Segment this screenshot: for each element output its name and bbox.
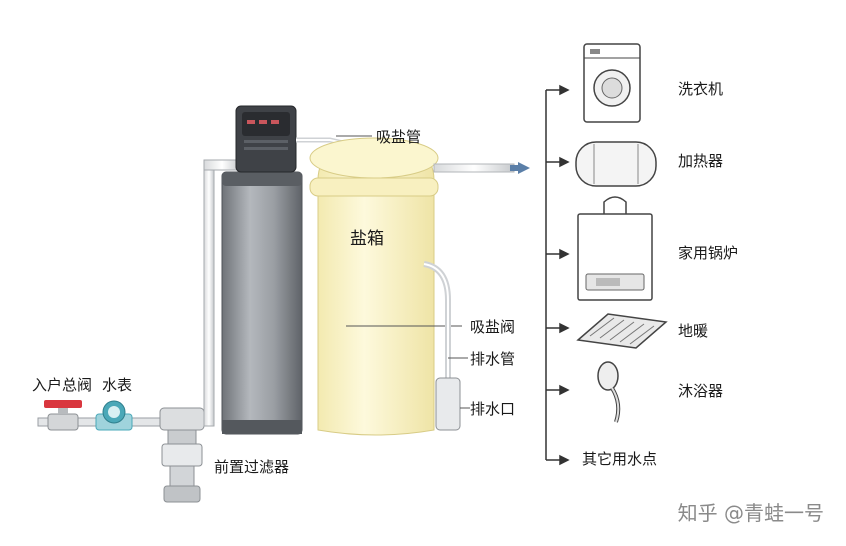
water-meter-label: 水表 xyxy=(102,376,133,394)
main-valve-label: 入户总阀 xyxy=(32,376,93,394)
outlet-label-other: 其它用水点 xyxy=(582,450,658,468)
control-valve-head xyxy=(235,105,297,173)
drain-pipe-label: 排水管 xyxy=(470,350,516,368)
main-valve-icon xyxy=(44,400,82,431)
outlet-label-boiler: 家用锅炉 xyxy=(678,244,739,262)
brine-tube-label: 吸盐管 xyxy=(376,128,422,146)
softener-tank xyxy=(221,171,303,435)
outlet-label-floor-heating: 地暖 xyxy=(678,322,709,340)
pre-filter-label: 前置过滤器 xyxy=(214,458,290,476)
boiler-icon xyxy=(577,196,653,301)
drain-outlet-label: 排水口 xyxy=(470,400,516,418)
outlet-label-shower: 沐浴器 xyxy=(678,382,724,400)
watermark-text: 知乎 @青蛙一号 xyxy=(677,501,824,525)
distribution-bus xyxy=(545,84,570,466)
washing-machine-icon xyxy=(583,43,641,123)
brine-valve-label: 吸盐阀 xyxy=(470,318,516,336)
pre-filter-icon xyxy=(159,407,205,503)
water-meter-icon xyxy=(95,400,133,431)
drain-pipe xyxy=(423,261,461,431)
riser-pipe xyxy=(203,159,241,427)
salt-tank-label: 盐箱 xyxy=(350,229,384,249)
heater-icon xyxy=(575,141,657,187)
outlet-pipe xyxy=(433,162,530,174)
salt-tank xyxy=(309,137,462,436)
outlet-label-washing-machine: 洗衣机 xyxy=(678,80,724,98)
floor-heating-icon xyxy=(576,313,668,349)
shower-icon xyxy=(597,361,621,423)
outlet-label-heater: 加热器 xyxy=(678,152,724,170)
leader-lines xyxy=(336,135,470,409)
